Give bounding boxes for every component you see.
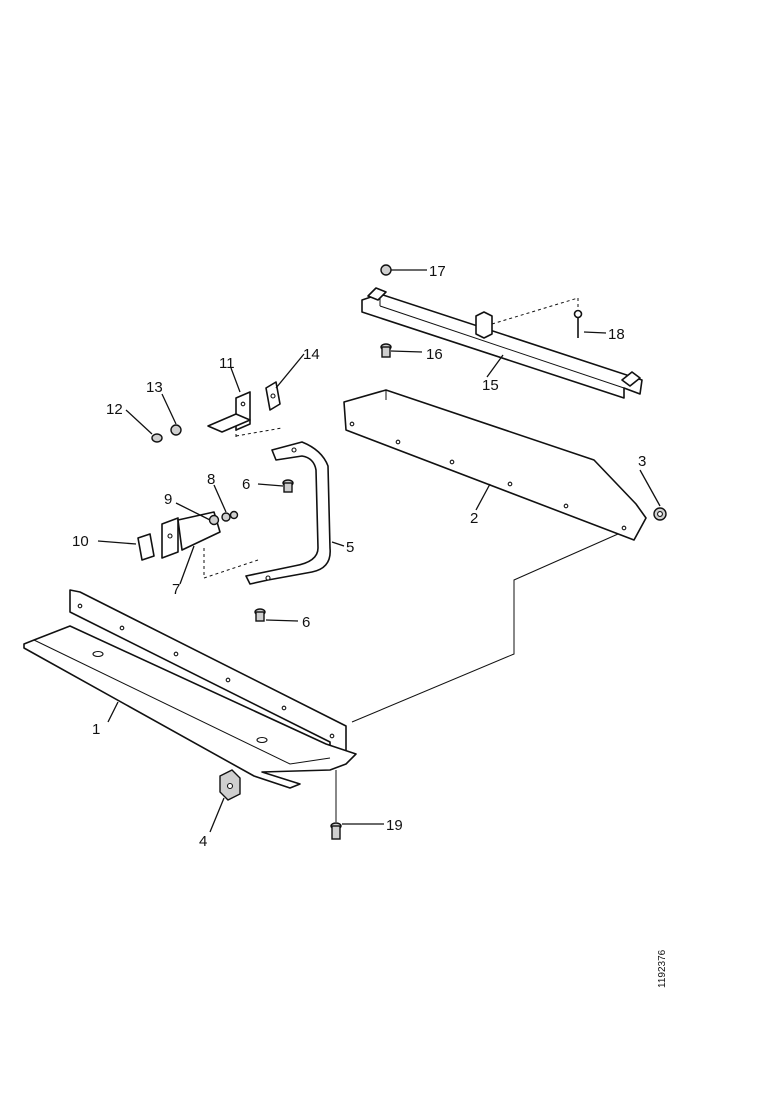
callout-6-lower: 6 <box>302 614 310 631</box>
part-11-bracket <box>207 391 251 433</box>
part-15-top-rail <box>361 287 643 399</box>
callout-17: 17 <box>429 263 446 280</box>
callout-13: 13 <box>146 379 163 396</box>
part-6-upper-bolt <box>282 479 294 493</box>
part-12-screw <box>151 433 163 443</box>
callout-8: 8 <box>207 471 215 488</box>
assembly-line <box>351 533 619 723</box>
part-18-pin <box>573 309 583 338</box>
callout-12: 12 <box>106 401 123 418</box>
drawing-reference-code: 1192376 <box>657 949 668 988</box>
part-4-clip <box>219 769 241 801</box>
dash-15-18 <box>491 297 579 325</box>
callout-19: 19 <box>386 817 403 834</box>
callout-9: 9 <box>164 491 172 508</box>
part-2-side-panel <box>343 389 647 541</box>
callout-7: 7 <box>172 581 180 598</box>
callout-18: 18 <box>608 326 625 343</box>
part-8-washer <box>221 510 239 522</box>
part-17-washer <box>380 264 392 276</box>
callout-2: 2 <box>470 510 478 527</box>
callout-14: 14 <box>303 346 320 363</box>
part-5-c-bracket <box>245 441 331 585</box>
part-6-lower-bolt <box>254 608 266 622</box>
callout-4: 4 <box>199 833 207 850</box>
part-1-base-rail <box>23 589 357 789</box>
leader-lines <box>97 269 661 833</box>
callout-11: 11 <box>219 355 235 372</box>
part-9-nut <box>208 514 220 526</box>
callout-5: 5 <box>346 539 354 556</box>
callout-15: 15 <box>482 377 499 394</box>
part-19-bolt <box>330 822 342 840</box>
part-13-nut <box>170 424 182 436</box>
callout-10: 10 <box>72 533 89 550</box>
part-10-plate <box>137 533 155 561</box>
part-16-bolt <box>380 343 392 358</box>
callout-16: 16 <box>426 346 443 363</box>
callout-1: 1 <box>92 721 100 738</box>
callout-3: 3 <box>638 453 646 470</box>
part-3-clip <box>653 507 667 521</box>
callout-6-upper: 6 <box>242 476 250 493</box>
part-14-plate <box>265 381 281 411</box>
